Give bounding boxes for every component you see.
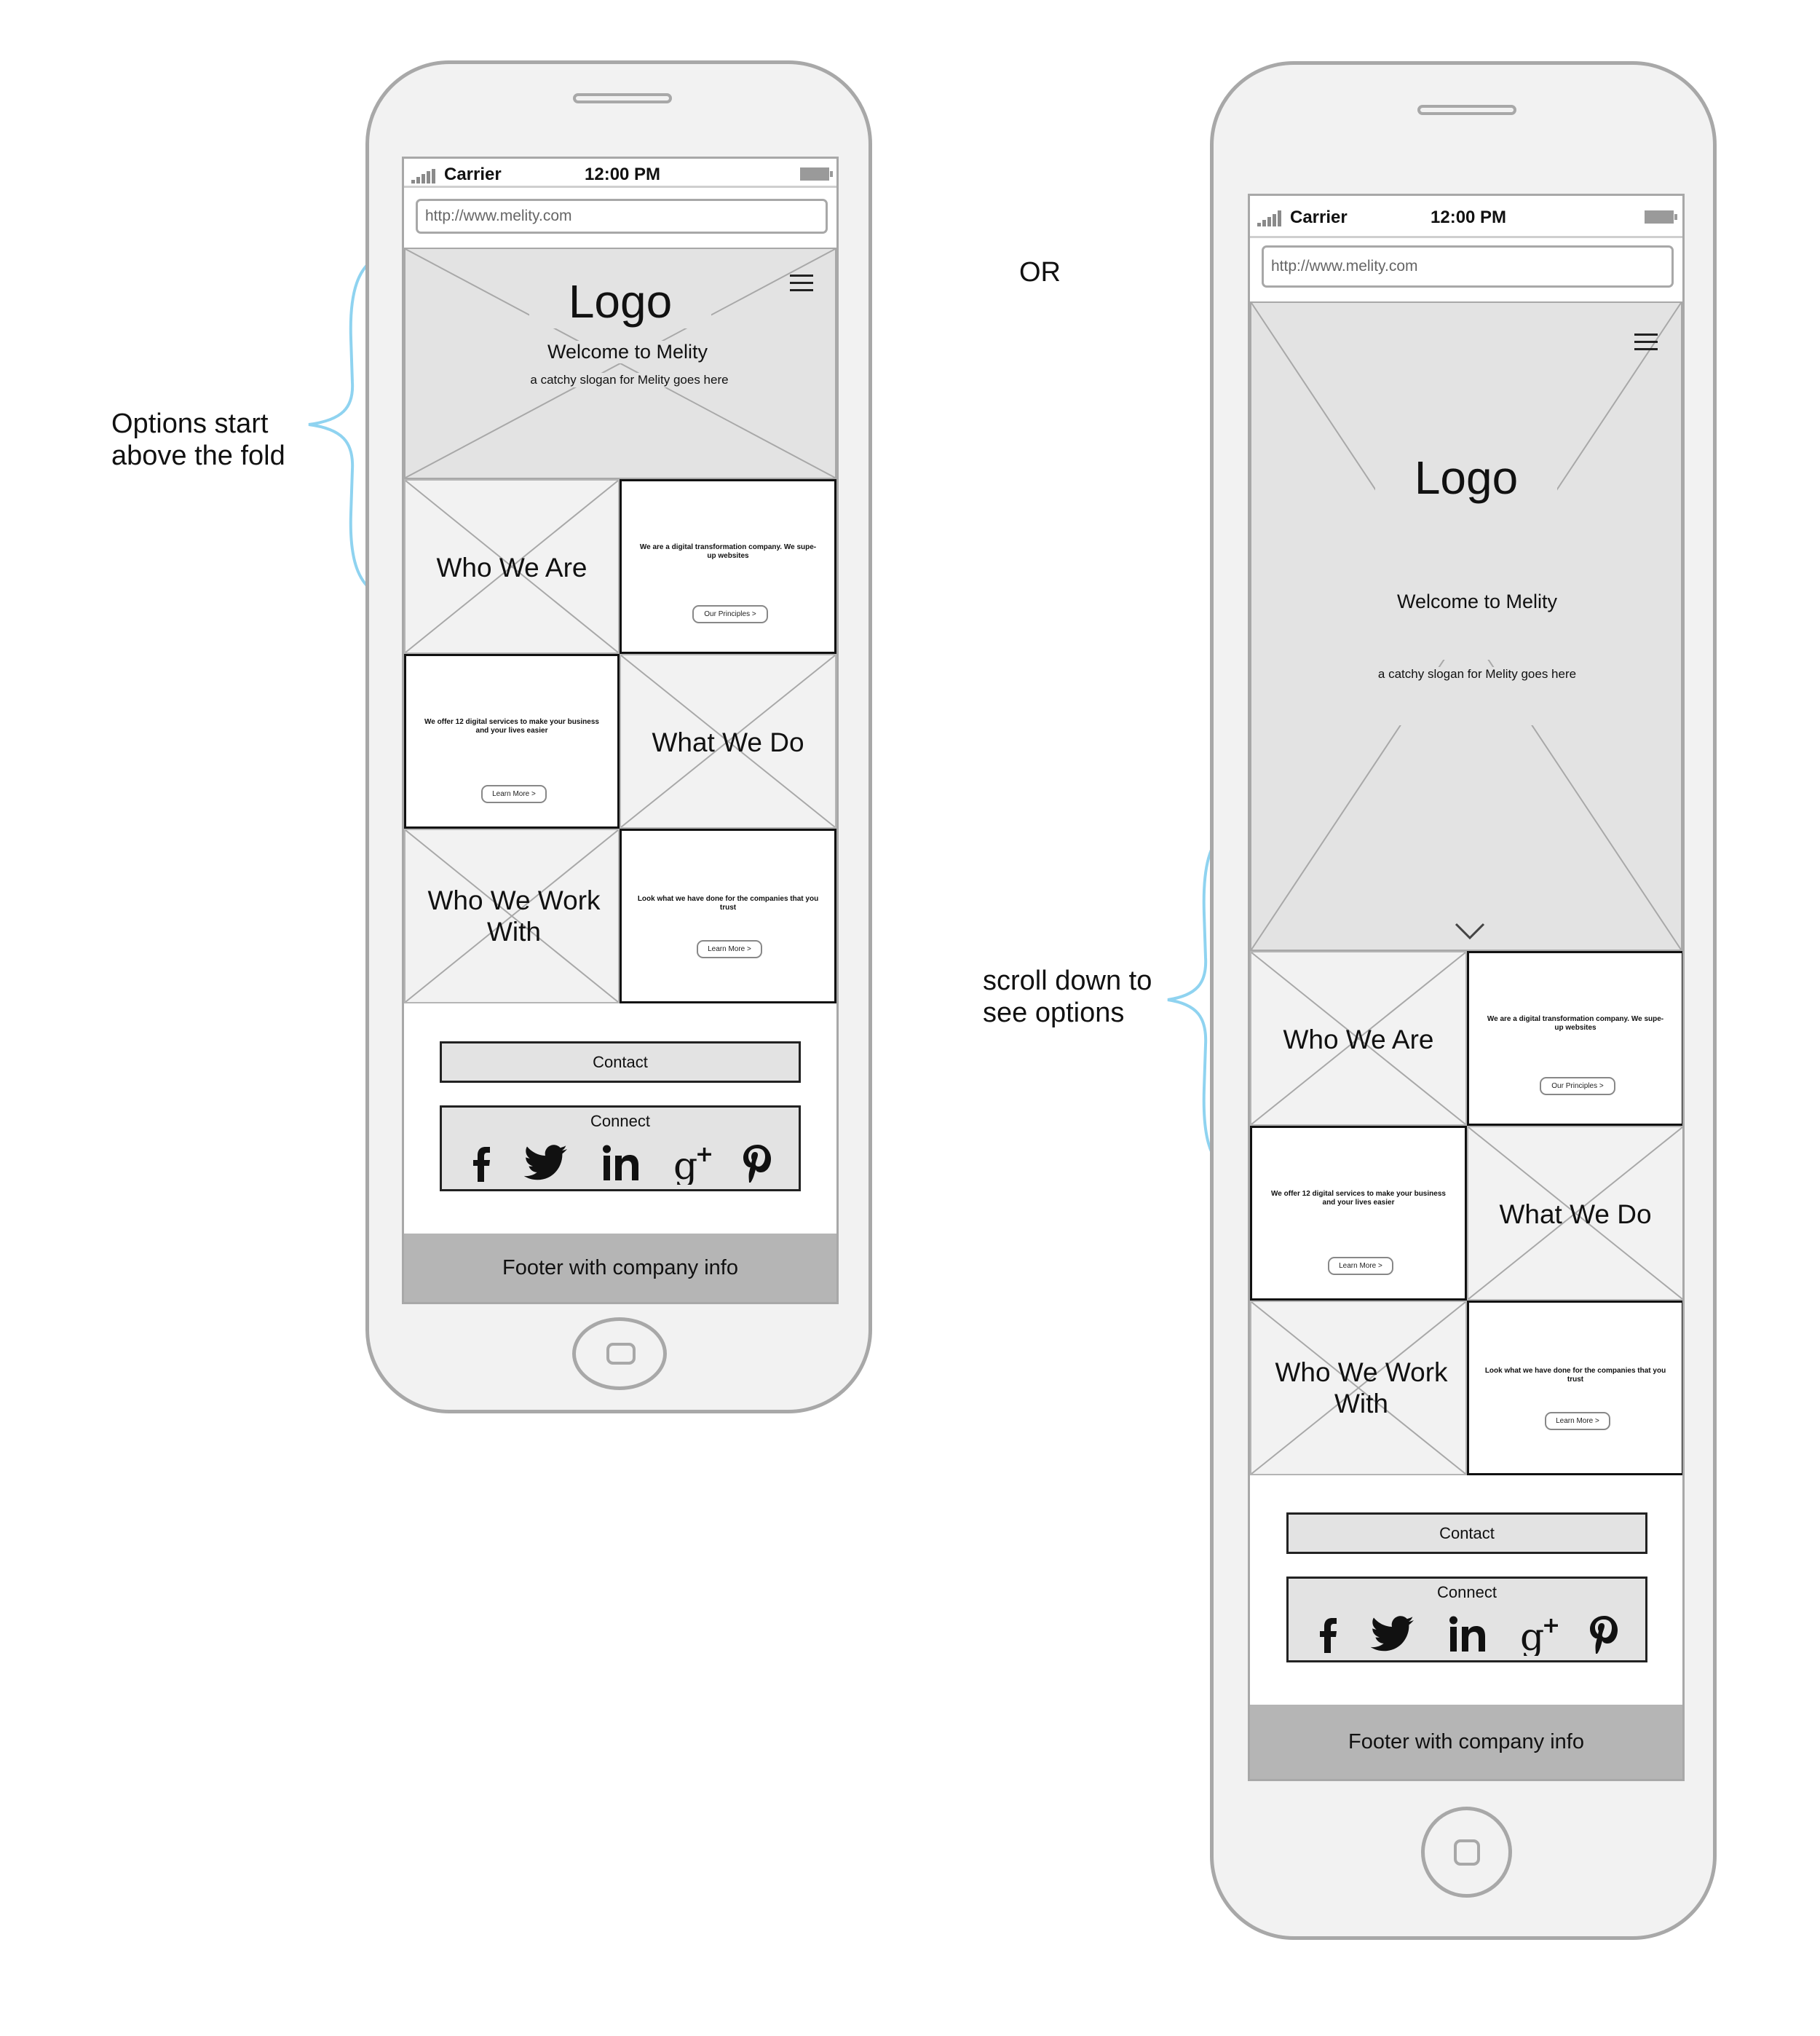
facebook-icon[interactable] (1315, 1612, 1344, 1656)
left-annotation-line2: above the fold (111, 441, 285, 471)
screen-left: Carrier 12:00 PM http://www.melity.com L… (402, 157, 839, 1304)
carrier-label: Carrier (444, 165, 502, 184)
time-label: 12:00 PM (585, 165, 661, 184)
svg-text:g: g (673, 1145, 697, 1185)
learn-more-button[interactable]: Learn More > (1328, 1257, 1393, 1275)
who-we-work-with-label-line2: With (487, 917, 541, 947)
work-description: Look what we have done for the companies… (1484, 1367, 1666, 1384)
who-we-are-label: Who We Are (1283, 1025, 1434, 1054)
speaker (1417, 105, 1516, 115)
footer: Footer with company info (404, 1234, 836, 1302)
who-we-work-with-tile[interactable]: Who We Work With (404, 829, 620, 1003)
svg-text:g: g (1520, 1616, 1544, 1656)
linkedin-icon[interactable] (1447, 1612, 1488, 1656)
slogan-text: a catchy slogan for Melity goes here (511, 373, 748, 387)
url-bar[interactable]: http://www.melity.com (1262, 245, 1674, 288)
logo: Logo (1375, 405, 1557, 660)
connect-label: Connect (1437, 1583, 1497, 1601)
battery-icon (1645, 210, 1677, 224)
hamburger-menu-icon[interactable] (1634, 334, 1658, 351)
facebook-icon[interactable] (468, 1141, 497, 1185)
learn-more-button[interactable]: Learn More > (1545, 1412, 1610, 1430)
services-description: We offer 12 digital services to make you… (424, 718, 599, 735)
or-label: OR (1019, 257, 1061, 288)
battery-icon (800, 167, 833, 181)
signal-icon (1257, 210, 1285, 226)
work-text-tile: Look what we have done for the companies… (1467, 1301, 1682, 1475)
what-we-do-tile[interactable]: What We Do (1467, 1126, 1682, 1301)
left-brace (308, 253, 385, 599)
who-we-work-with-label-line1: Who We Work (427, 885, 601, 915)
home-button[interactable] (1421, 1807, 1512, 1898)
contact-button[interactable]: Contact (440, 1041, 801, 1083)
linkedin-icon[interactable] (601, 1141, 641, 1185)
left-annotation-line1: Options start (111, 409, 269, 439)
work-description: Look what we have done for the companies… (637, 895, 819, 912)
our-principles-button[interactable]: Our Principles > (1540, 1077, 1615, 1095)
speaker (573, 93, 672, 103)
hero-banner: Logo Welcome to Melity a catchy slogan f… (404, 248, 836, 479)
right-annotation-line2: see options (983, 998, 1125, 1028)
svg-text:+: + (1542, 1613, 1560, 1638)
chevron-down-icon[interactable] (1454, 922, 1486, 941)
time-label: 12:00 PM (1431, 208, 1507, 227)
who-we-work-with-label-line1: Who We Work (1275, 1357, 1448, 1387)
work-text-tile: Look what we have done for the companies… (620, 829, 836, 1003)
logo: Logo (529, 275, 711, 328)
who-we-are-text-tile: We are a digital transformation company.… (620, 479, 836, 654)
status-bar: Carrier 12:00 PM (1250, 196, 1682, 238)
connect-box: Connect g+ (1286, 1577, 1647, 1662)
who-we-are-label: Who We Are (436, 553, 587, 583)
twitter-icon[interactable] (523, 1141, 570, 1185)
hamburger-menu-icon[interactable] (790, 275, 813, 292)
right-annotation: scroll down to see options (983, 965, 1152, 1029)
our-principles-button[interactable]: Our Principles > (692, 605, 768, 623)
connect-label: Connect (590, 1112, 650, 1130)
welcome-heading: Welcome to Melity (1368, 591, 1586, 613)
google-plus-icon[interactable]: g+ (672, 1141, 719, 1185)
right-annotation-line1: scroll down to (983, 966, 1152, 996)
status-bar: Carrier 12:00 PM (404, 159, 836, 188)
footer: Footer with company info (1250, 1705, 1682, 1779)
contact-button[interactable]: Contact (1286, 1512, 1647, 1554)
what-we-do-label: What We Do (652, 727, 804, 757)
what-we-do-tile[interactable]: What We Do (620, 654, 836, 829)
who-we-are-tile[interactable]: Who We Are (1250, 951, 1467, 1126)
connect-box: Connect g+ (440, 1105, 801, 1191)
twitter-icon[interactable] (1370, 1612, 1417, 1656)
welcome-heading: Welcome to Melity (537, 341, 719, 363)
who-we-are-text-tile: We are a digital transformation company.… (1467, 951, 1682, 1126)
right-brace (1167, 829, 1231, 1174)
who-we-are-description: We are a digital transformation company.… (1487, 1015, 1664, 1032)
hero-placeholder-x (405, 249, 835, 478)
home-button[interactable] (572, 1317, 667, 1390)
url-bar[interactable]: http://www.melity.com (416, 199, 828, 234)
svg-text:+: + (695, 1142, 713, 1167)
services-text-tile: We offer 12 digital services to make you… (404, 654, 620, 829)
pinterest-icon[interactable] (1586, 1612, 1622, 1656)
services-text-tile: We offer 12 digital services to make you… (1250, 1126, 1467, 1301)
signal-icon (411, 169, 439, 184)
services-description: We offer 12 digital services to make you… (1271, 1190, 1446, 1207)
what-we-do-label: What We Do (1499, 1199, 1652, 1229)
slogan-text: a catchy slogan for Melity goes here (1353, 667, 1601, 725)
carrier-label: Carrier (1290, 208, 1348, 227)
pinterest-icon[interactable] (739, 1141, 775, 1185)
who-we-are-tile[interactable]: Who We Are (404, 479, 620, 654)
who-we-work-with-tile[interactable]: Who We Work With (1250, 1301, 1467, 1475)
left-annotation: Options start above the fold (111, 408, 285, 472)
screen-right: Carrier 12:00 PM http://www.melity.com L… (1248, 194, 1685, 1781)
google-plus-icon[interactable]: g+ (1519, 1612, 1565, 1656)
who-we-are-description: We are a digital transformation company.… (639, 543, 817, 560)
learn-more-button[interactable]: Learn More > (481, 785, 547, 803)
who-we-work-with-label-line2: With (1334, 1389, 1388, 1419)
hero-banner: Logo Welcome to Melity a catchy slogan f… (1250, 301, 1682, 951)
learn-more-button[interactable]: Learn More > (697, 940, 762, 958)
